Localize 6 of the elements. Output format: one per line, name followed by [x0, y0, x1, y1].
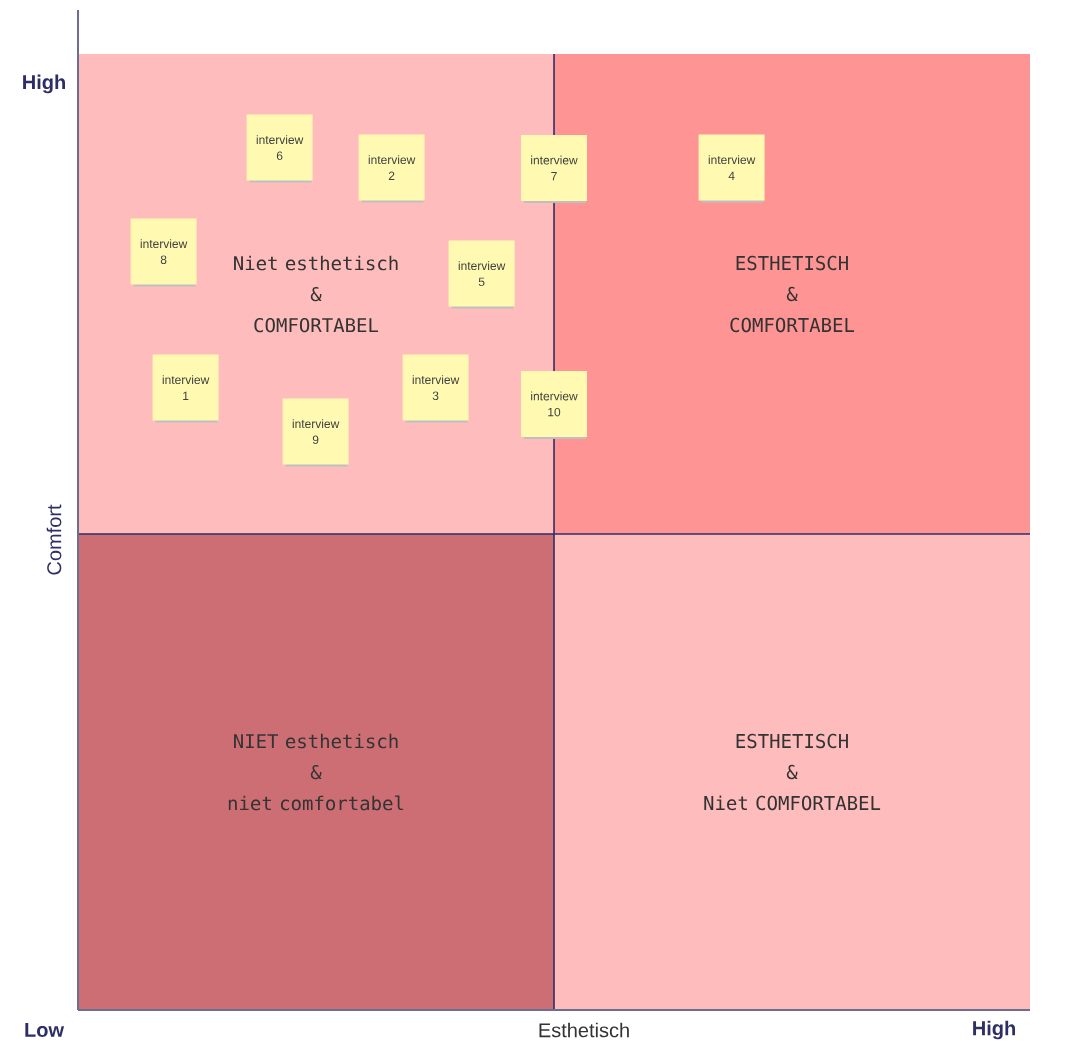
axis-label: Esthetisch — [539, 1022, 629, 1038]
axis-label: Low — [25, 1023, 65, 1037]
axis-label: Comfort — [46, 504, 62, 575]
axis-label: High — [23, 74, 65, 94]
quadrant-box: ESTHETISCH & Niet COMFORTABEL — [554, 534, 1030, 1010]
quadrant-box: NIET esthetisch & niet comfortabel — [78, 534, 554, 1010]
